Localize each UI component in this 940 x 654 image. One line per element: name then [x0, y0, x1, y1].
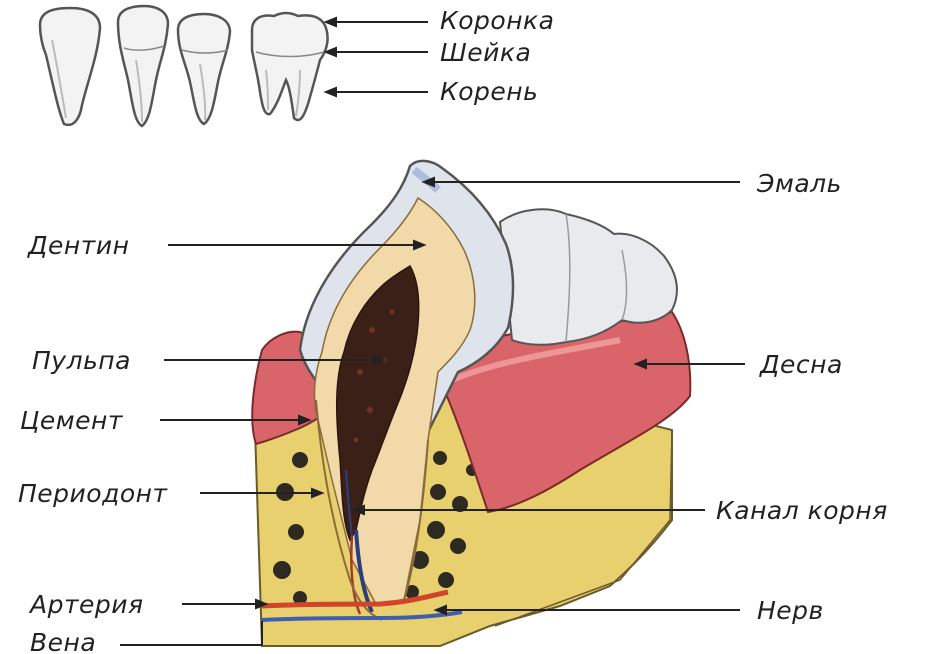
label-neck: Шейка — [440, 40, 531, 65]
label-periodont: Периодонт — [18, 481, 168, 506]
label-vein: Вена — [30, 630, 96, 654]
label-dentin: Дентин — [28, 233, 129, 258]
label-gum: Десна — [760, 352, 843, 377]
molar-illustration — [252, 13, 328, 120]
label-artery: Артерия — [30, 592, 144, 617]
label-root-canal: Канал корня — [716, 498, 888, 523]
incisor-2-illustration — [118, 6, 168, 126]
label-root: Корень — [440, 79, 538, 104]
incisor-1-illustration — [40, 8, 100, 125]
label-enamel: Эмаль — [757, 171, 842, 196]
premolar-illustration — [178, 14, 230, 124]
label-pulp: Пульпа — [32, 348, 131, 373]
label-cement: Цемент — [20, 408, 123, 433]
label-crown: Коронка — [440, 8, 554, 33]
label-nerve: Нерв — [757, 598, 824, 623]
